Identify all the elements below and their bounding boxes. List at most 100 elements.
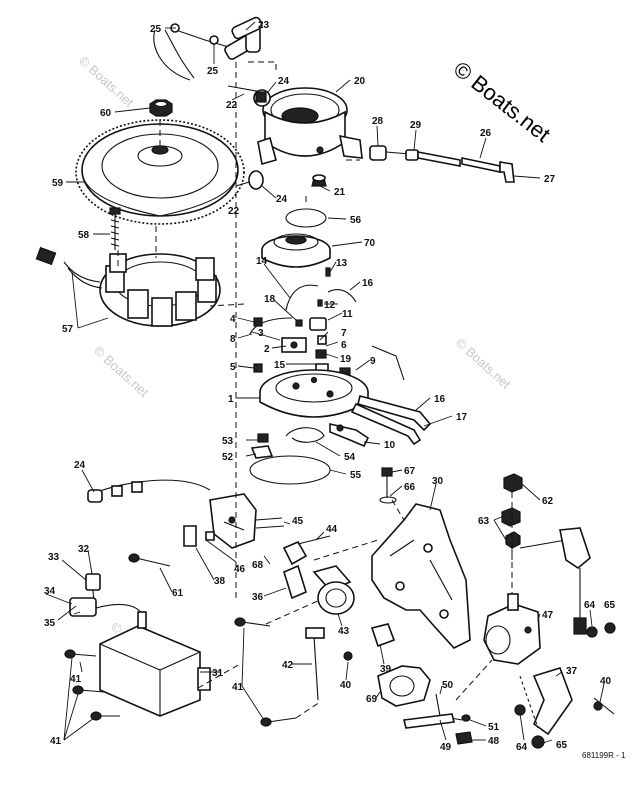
watermark-faint: © Boats.net — [76, 53, 137, 110]
base-screw — [311, 174, 327, 187]
callout-30: 30 — [432, 476, 444, 487]
callout-14: 14 — [256, 256, 268, 267]
callout-57: 57 — [62, 324, 74, 335]
primary-lead — [369, 145, 515, 183]
callout-51: 51 — [488, 722, 500, 733]
spark-plug-leads — [153, 16, 263, 81]
callout-40: 40 — [600, 676, 612, 687]
retaining-rings-lower — [249, 427, 331, 485]
callout-6: 6 — [341, 340, 347, 351]
watermark-faint: © Boats.net — [91, 343, 152, 400]
callout-32: 32 — [78, 544, 90, 555]
lead-connector-bottom — [235, 170, 264, 190]
callout-15: 15 — [274, 360, 286, 371]
lower-right-parts — [514, 622, 616, 749]
retaining-ring-upper — [285, 208, 327, 228]
callout-4: 4 — [230, 314, 236, 325]
callout-16: 16 — [434, 394, 446, 405]
callout-21: 21 — [334, 187, 346, 198]
callout-43: 43 — [338, 626, 350, 637]
callout-42: 42 — [282, 660, 294, 671]
callout-22: 22 — [228, 206, 240, 217]
callout-62: 62 — [542, 496, 554, 507]
callout-9: 9 — [370, 356, 376, 367]
callout-23: 23 — [258, 20, 270, 31]
callout-27: 27 — [544, 174, 556, 185]
power-pack-screws — [64, 617, 297, 727]
callout-64: 64 — [516, 742, 528, 753]
callout-33: 33 — [48, 552, 60, 563]
callout-60: 60 — [100, 108, 112, 119]
callout-66: 66 — [404, 482, 416, 493]
callout-31: 31 — [212, 668, 224, 679]
callout-65: 65 — [556, 740, 568, 751]
callout-68: 68 — [252, 560, 264, 571]
timer-base-housing — [257, 87, 363, 166]
callout-64: 64 — [584, 600, 596, 611]
clamps-and-bracket — [283, 564, 355, 701]
callout-2: 2 — [264, 344, 270, 355]
callout-20: 20 — [354, 76, 366, 87]
flywheel-nut — [149, 99, 173, 117]
callout-69: 69 — [366, 694, 378, 705]
wiring-connectors — [69, 573, 147, 621]
callout-36: 36 — [252, 592, 264, 603]
callout-7: 7 — [341, 328, 347, 339]
callout-41: 41 — [50, 736, 62, 747]
callout-54: 54 — [344, 452, 356, 463]
callout-5: 5 — [230, 362, 236, 373]
callout-38: 38 — [214, 576, 226, 587]
callout-8: 8 — [230, 334, 236, 345]
callout-16: 16 — [362, 278, 374, 289]
lower-small-parts — [370, 623, 473, 745]
callout-61: 61 — [172, 588, 184, 599]
callout-12: 12 — [324, 300, 336, 311]
callout-47: 47 — [542, 610, 554, 621]
watermark-faint: © Boats.net — [453, 335, 514, 392]
trigger-rotor — [261, 233, 331, 268]
callout-labels: 25 23 25 24 20 22 60 59 24 22 28 29 26 2… — [44, 20, 616, 753]
callout-56: 56 — [350, 215, 362, 226]
stator-assembly — [35, 246, 221, 327]
bracket-screw — [379, 467, 397, 504]
callout-28: 28 — [372, 116, 384, 127]
callout-63: 63 — [478, 516, 490, 527]
callout-50: 50 — [442, 680, 454, 691]
callout-24: 24 — [278, 76, 290, 87]
callout-35: 35 — [44, 618, 56, 629]
flywheel — [75, 119, 245, 225]
callout-37: 37 — [566, 666, 578, 677]
power-pack — [99, 611, 211, 717]
callout-13: 13 — [336, 258, 348, 269]
mounting-bracket — [371, 503, 471, 649]
lead-connector-top — [227, 85, 271, 107]
callout-41: 41 — [232, 682, 244, 693]
callout-34: 34 — [44, 586, 56, 597]
coil-mount-screws — [128, 553, 171, 567]
callout-29: 29 — [410, 120, 422, 131]
callout-65: 65 — [604, 600, 616, 611]
leader-lines — [45, 21, 605, 745]
callout-46: 46 — [234, 564, 246, 575]
callout-22: 22 — [226, 100, 238, 111]
callout-3: 3 — [258, 328, 264, 339]
callout-11: 11 — [342, 309, 353, 320]
alignment-lines — [117, 61, 513, 719]
callout-25: 25 — [207, 66, 219, 77]
callout-18: 18 — [264, 294, 276, 305]
drawing-number: 681199R - 1 — [582, 751, 626, 760]
callout-26: 26 — [480, 128, 492, 139]
ignition-coil — [183, 493, 331, 566]
stator-screw — [109, 207, 121, 250]
timer-wires — [285, 267, 357, 311]
watermark-main: © Boats.net — [449, 56, 555, 147]
callout-59: 59 — [52, 178, 64, 189]
callout-55: 55 — [350, 470, 362, 481]
callout-49: 49 — [440, 742, 452, 753]
callout-48: 48 — [488, 736, 500, 747]
callout-17: 17 — [456, 412, 468, 423]
callout-70: 70 — [364, 238, 376, 249]
timer-base-plate — [259, 369, 432, 446]
